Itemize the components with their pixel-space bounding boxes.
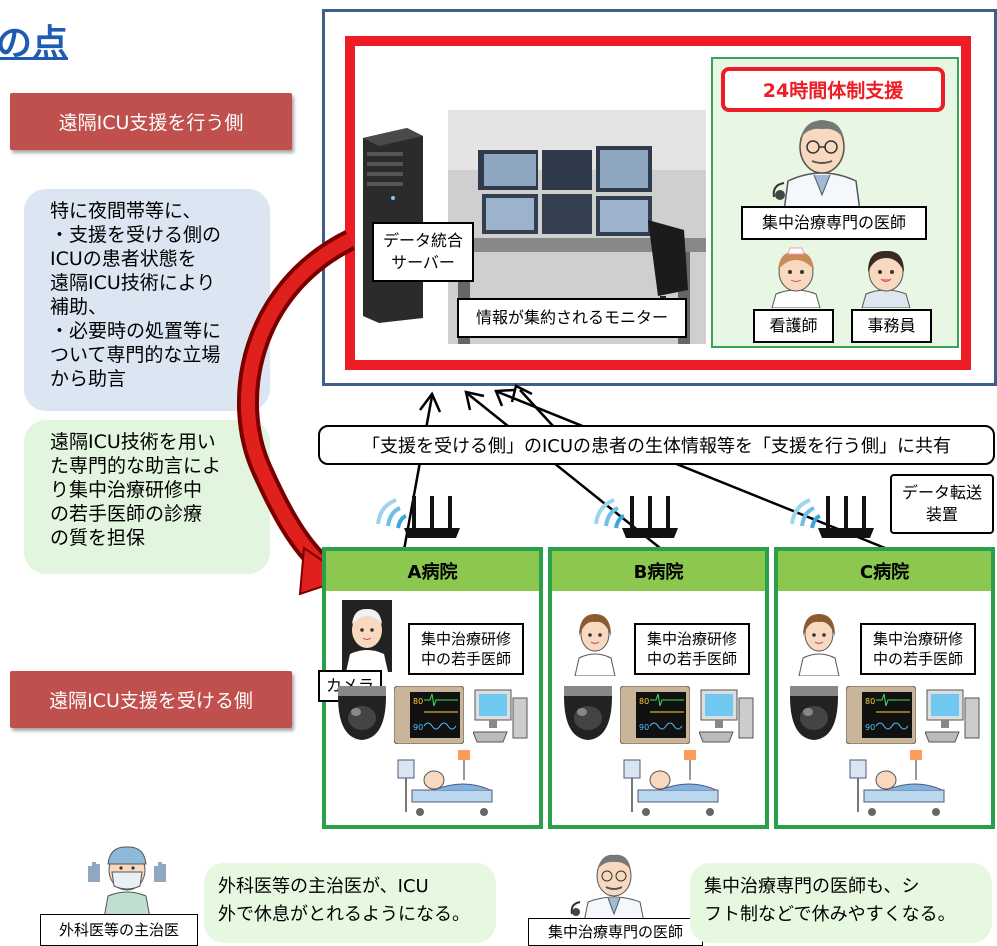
- share-statement: 「支援を受ける側」のICUの患者の生体情報等を「支援を行う側」に共有: [318, 425, 995, 465]
- bubble-line: の若手医師の診療: [50, 503, 203, 525]
- specialist-note-line: 集中治療専門の医師も、シ: [704, 876, 920, 897]
- doctor-label-line: 集中治療研修: [646, 630, 737, 648]
- doctor-label-line: 中の若手医師: [872, 650, 963, 668]
- vital-monitor-icon: 80 90: [845, 685, 917, 745]
- clerk-label: 事務員: [851, 309, 932, 343]
- bubble-line: ついて専門的な立場: [50, 344, 221, 366]
- doctor-label-line: 集中治療研修: [420, 630, 511, 648]
- providing-side-label: 遠隔ICU支援を行う側: [10, 93, 292, 150]
- transfer-device-line: データ転送: [901, 483, 982, 502]
- doctor-label-line: 中の若手医師: [646, 650, 737, 668]
- computer-icon: [698, 688, 755, 750]
- vital-readout-bottom: 90: [413, 723, 423, 732]
- surgeon-note: 外科医等の主治医が、ICU 外で休息がとれるようになる。: [204, 863, 496, 943]
- vital-readout-top: 80: [413, 697, 423, 706]
- vital-monitor-icon: 80 90: [619, 685, 691, 745]
- camera-icon: [332, 686, 392, 742]
- surgeon-icon: [82, 842, 172, 919]
- transfer-device-line: 装置: [925, 505, 958, 524]
- vital-readout-top: 80: [639, 697, 649, 706]
- hospital-c-name: C病院: [778, 551, 991, 591]
- camera-icon: [558, 686, 618, 742]
- support-center-red-frame: [345, 36, 971, 370]
- computer-icon: [472, 688, 529, 750]
- server-label: データ統合 サーバー: [372, 222, 474, 282]
- hospital-a-name: A病院: [326, 551, 539, 591]
- hospital-b-doctor-label: 集中治療研修 中の若手医師: [634, 623, 750, 675]
- surgeon-note-line: 外で休息がとれるようになる。: [218, 904, 470, 925]
- young-doctor-icon: [342, 600, 392, 672]
- vital-readout-bottom: 90: [865, 723, 875, 732]
- hospital-c-doctor-label: 集中治療研修 中の若手医師: [860, 623, 976, 675]
- router-icon: [786, 490, 876, 540]
- bubble-line: り集中治療研修中: [50, 479, 203, 501]
- bubble-line: 補助、: [50, 296, 108, 318]
- computer-icon: [924, 688, 981, 750]
- young-doctor-icon: [797, 606, 841, 677]
- bubble-line: 遠隔ICU技術により: [50, 272, 216, 294]
- patient-bed-icon: [394, 750, 498, 818]
- surgeon-label: 外科医等の主治医: [40, 914, 198, 946]
- quality-bubble: 遠隔ICU技術を用い た専門的な助言によ り集中治療研修中 の若手医師の診療 の…: [24, 420, 270, 574]
- hospital-b-name: B病院: [552, 551, 765, 591]
- doctor-label-line: 中の若手医師: [420, 650, 511, 668]
- young-doctor-icon: [573, 606, 617, 677]
- clerk-icon: [856, 246, 916, 309]
- receiving-side-label: 遠隔ICU支援を受ける側: [10, 671, 292, 728]
- server-label-line: データ統合: [382, 231, 463, 250]
- specialist-bottom-label: 集中治療専門の医師: [528, 918, 703, 946]
- bubble-line: 特に夜間帯等に、: [50, 200, 202, 222]
- specialist-note: 集中治療専門の医師も、シ フト制などで休みやすくなる。: [690, 863, 992, 943]
- surgeon-note-line: 外科医等の主治医が、ICU: [218, 876, 429, 897]
- monitor-label: 情報が集約されるモニター: [457, 298, 687, 338]
- bubble-line: 遠隔ICU技術を用い: [50, 431, 216, 453]
- nurse-icon: [766, 246, 826, 309]
- bubble-line: ICUの患者状態を: [50, 248, 197, 270]
- page-title: の点: [0, 23, 69, 64]
- vital-readout-top: 80: [865, 697, 875, 706]
- bubble-line: た専門的な助言によ: [50, 455, 222, 477]
- bubble-line: から助言: [50, 368, 127, 390]
- patient-bed-icon: [846, 750, 950, 818]
- bubble-line: ・必要時の処置等に: [50, 320, 222, 342]
- transfer-device-label: データ転送 装置: [890, 474, 994, 534]
- patient-bed-icon: [620, 750, 724, 818]
- bubble-line: ・支援を受ける側の: [50, 224, 222, 246]
- specialist-label: 集中治療専門の医師: [741, 206, 927, 240]
- specialist-note-line: フト制などで休みやすくなる。: [704, 904, 956, 925]
- vital-monitor-icon: 80 90: [393, 685, 465, 745]
- doctor-icon: [766, 115, 878, 212]
- hospital-a-doctor-label: 集中治療研修 中の若手医師: [408, 623, 524, 675]
- router-icon: [372, 490, 462, 540]
- bubble-line: の質を担保: [50, 527, 146, 549]
- server-label-line: サーバー: [391, 253, 455, 272]
- doctor-icon: [566, 850, 662, 923]
- vital-readout-bottom: 90: [639, 723, 649, 732]
- camera-icon: [784, 686, 844, 742]
- doctor-label-line: 集中治療研修: [872, 630, 963, 648]
- support-24h-badge: 24時間体制支援: [721, 67, 945, 112]
- night-support-bubble: 特に夜間帯等に、 ・支援を受ける側の ICUの患者状態を 遠隔ICU技術により …: [24, 189, 270, 411]
- nurse-label: 看護師: [753, 309, 834, 343]
- router-icon: [590, 490, 680, 540]
